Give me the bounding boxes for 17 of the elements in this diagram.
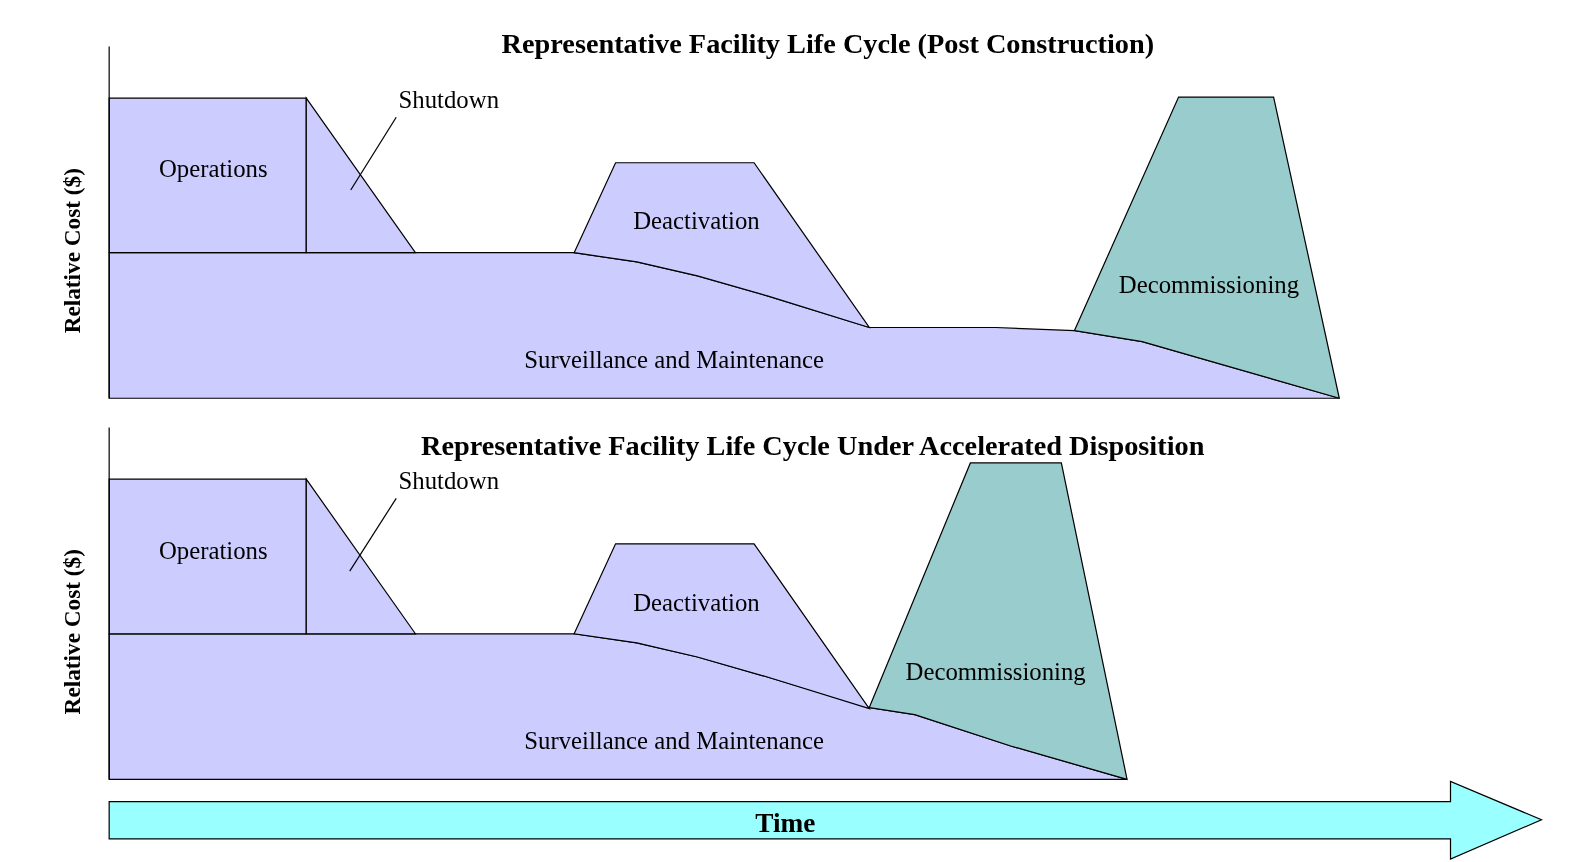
area-label: Operations — [158, 536, 268, 566]
callout-label: Shutdown — [398, 85, 500, 115]
axis-title: Relative Cost ($) — [59, 168, 86, 334]
chart-title: Representative Facility Life Cycle Under Accelerated Disposition — [421, 429, 1205, 462]
area-label: Surveillance and Maintenance — [524, 726, 825, 756]
leader-line — [349, 497, 397, 572]
area-label: Decommissioning — [905, 658, 1086, 687]
callout-label: Shutdown — [398, 467, 500, 496]
leader-line — [350, 116, 397, 191]
chart-title: Representative Facility Life Cycle (Post Construction) — [501, 27, 1155, 60]
area-label: Time — [755, 808, 816, 840]
area-label: Deactivation — [633, 588, 760, 617]
area-label: Deactivation — [633, 207, 760, 236]
area-label: Decommissioning — [1118, 270, 1300, 300]
axis-title: Relative Cost ($) — [59, 549, 86, 715]
area-label: Surveillance and Maintenance — [524, 345, 825, 374]
area-label: Operations — [158, 154, 268, 183]
